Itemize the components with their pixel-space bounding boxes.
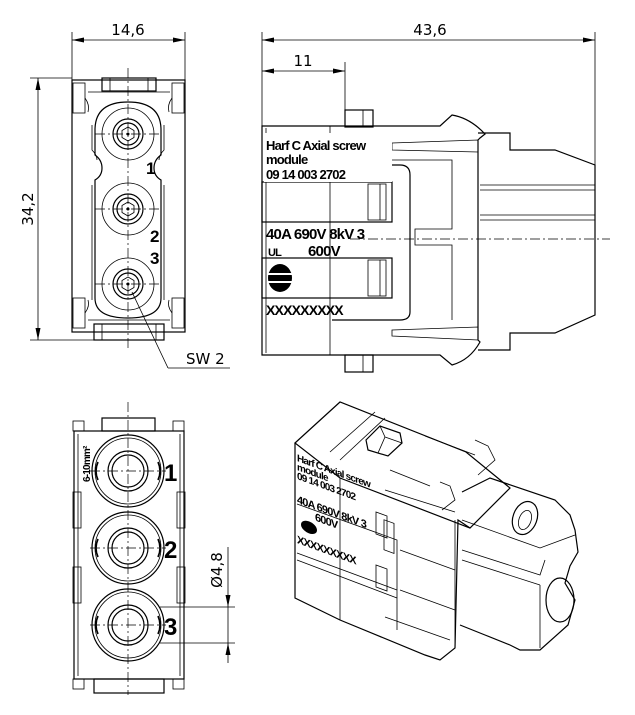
dimension-width-label: 14,6	[111, 21, 144, 39]
rear-view: 1 2 3 6-10mm² Ø4,8	[72, 402, 235, 695]
pin-label-3: 3	[150, 249, 159, 268]
dimension-width: 14,6	[71, 21, 186, 80]
side-ul-mark: UL	[268, 247, 282, 259]
wrench-size-label: SW 2	[186, 350, 225, 368]
dimension-offset: 11	[262, 52, 346, 110]
dimension-length: 43,6	[261, 21, 596, 165]
side-rating: 40A 690V 8kV 3	[266, 226, 365, 243]
dimension-length-label: 43,6	[413, 21, 446, 39]
side-ul-voltage: 600V	[308, 243, 341, 260]
pin-label-2: 2	[150, 227, 159, 246]
wrench-size-callout: SW 2	[131, 291, 230, 369]
rear-pin-label-3: 3	[164, 614, 177, 641]
isometric-view: Harf C Axial screw module 09 14 003 2702…	[294, 401, 579, 661]
side-serial: XXXXXXXXX	[266, 302, 344, 318]
iso-serial: XXXXXXXXX	[297, 534, 357, 567]
side-label-line-2: module	[266, 152, 308, 167]
rear-pin-label-1: 1	[164, 460, 177, 487]
rear-pin-label-2: 2	[164, 537, 177, 564]
pin-label-1: 1	[146, 159, 155, 178]
side-label-line-3: 09 14 003 2702	[266, 167, 346, 182]
side-label-line-1: Harf C Axial screw	[266, 138, 367, 153]
dimension-diameter-label: Ø4,8	[208, 552, 226, 588]
wire-range-label: 6-10mm²	[82, 445, 93, 482]
front-view: 14,6 34,2	[19, 21, 230, 369]
dimension-offset-label: 11	[293, 52, 312, 70]
harting-logo-icon	[268, 264, 292, 292]
dimension-diameter: Ø4,8	[160, 547, 235, 663]
dimension-height-label: 34,2	[19, 192, 37, 225]
iso-harting-logo-icon	[301, 520, 317, 535]
side-view: 43,6 11	[261, 21, 610, 373]
dimension-height: 34,2	[19, 77, 95, 341]
